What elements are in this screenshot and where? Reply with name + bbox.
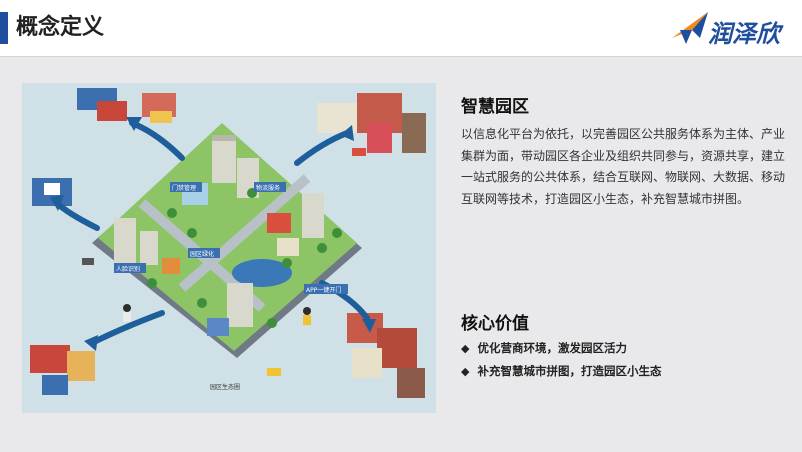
trees (147, 188, 342, 328)
label-app: APP一键开门 (304, 284, 348, 294)
park-map-svg: 门禁管理 物流服务 园区绿化 人脸识别 APP一键开门 园区生态圈 (22, 83, 436, 413)
label-ecology-text: 园区生态圈 (210, 383, 240, 391)
label-greening-text: 园区绿化 (190, 250, 214, 258)
header-bar: 概念定义 润泽欣 (0, 0, 802, 56)
logo-mark-icon (672, 12, 708, 44)
smart-park-illustration: 门禁管理 物流服务 园区绿化 人脸识别 APP一键开门 园区生态圈 (22, 83, 436, 413)
label-logistics: 物流服务 (254, 182, 286, 192)
logo-text: 润泽欣 (708, 19, 780, 48)
arrow-heads (50, 117, 376, 351)
label-gate: 门禁管理 (170, 182, 202, 192)
page-title: 概念定义 (16, 15, 105, 40)
header-divider (0, 56, 802, 57)
cluster-left (32, 178, 72, 206)
label-greening: 园区绿化 (188, 248, 220, 258)
section-core-value-title: 核心价值 (461, 314, 529, 334)
title-accent-bar (0, 12, 8, 44)
label-ecology: 园区生态圈 (210, 383, 240, 391)
brand-logo: 润泽欣 (670, 8, 794, 48)
bullet-text: 补充智慧城市拼图，打造园区小生态 (477, 364, 662, 378)
park-lawn (98, 123, 357, 351)
section-smart-park-text: 以信息化平台为依托，以完善园区公共服务体系为主体、产业集群为面，带动园区各企业及… (461, 127, 786, 206)
park-buildings (114, 135, 324, 336)
label-face-text: 人脸识别 (116, 265, 140, 273)
bullet-item: ◆ 补充智慧城市拼图，打造园区小生态 (461, 363, 661, 379)
label-logistics-text: 物流服务 (256, 184, 280, 192)
section-smart-park-title: 智慧园区 (461, 97, 529, 117)
bullet-text: 优化营商环境，激发园区活力 (477, 341, 627, 355)
label-gate-text: 门禁管理 (172, 184, 196, 192)
diamond-icon: ◆ (461, 342, 470, 355)
people-vehicles (82, 148, 366, 376)
label-app-text: APP一键开门 (306, 286, 341, 294)
bullet-item: ◆ 优化营商环境，激发园区活力 (461, 340, 627, 356)
cluster-top-left (77, 88, 176, 123)
diamond-icon: ◆ (461, 365, 470, 378)
cluster-bottom-left (30, 345, 95, 395)
cluster-top-right (317, 93, 426, 153)
label-face: 人脸识别 (114, 263, 146, 273)
pond (232, 259, 292, 287)
